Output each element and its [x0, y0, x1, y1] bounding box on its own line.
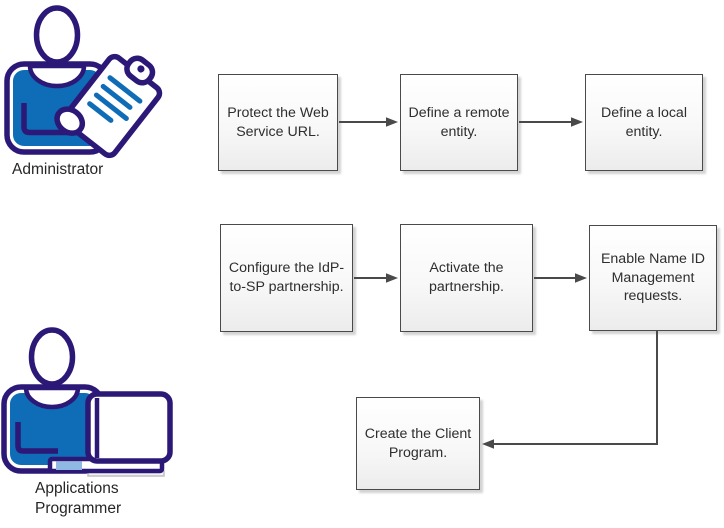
actor-label-administrator: Administrator — [12, 161, 104, 178]
head — [33, 5, 81, 65]
clipboard-icon — [54, 53, 163, 159]
programmer-laptop-icon — [1, 327, 173, 477]
arrow-enable-to-create-client — [482, 331, 658, 449]
step-label: Create the Client Program. — [364, 425, 472, 461]
step-protect-web-service-url: Protect the Web Service URL. — [218, 74, 338, 171]
step-activate-partnership: Activate the partnership. — [400, 224, 533, 332]
administrator-clipboard-icon — [4, 5, 163, 159]
arrow-configure-to-activate — [354, 273, 398, 283]
step-label: Define a remote entity. — [408, 104, 510, 140]
administrator-icon — [0, 4, 165, 159]
head — [28, 327, 76, 387]
programmer-icon — [0, 324, 175, 479]
step-create-client-program: Create the Client Program. — [356, 397, 480, 490]
hand — [54, 106, 86, 136]
laptop-icon — [47, 391, 173, 477]
person-bust — [1, 327, 105, 474]
actor-label-applications-programmer: Applications Programmer — [35, 480, 122, 517]
step-define-remote-entity: Define a remote entity. — [400, 74, 518, 171]
step-label: Protect the Web Service URL. — [227, 104, 329, 140]
cuff — [56, 461, 82, 470]
step-define-local-entity: Define a local entity. — [585, 74, 703, 171]
step-enable-name-id-management: Enable Name ID Management requests. — [589, 225, 717, 331]
step-label: Activate the partnership. — [429, 260, 504, 295]
arrow-activate-to-enable — [534, 273, 587, 283]
step-configure-idp-to-sp-partnership: Configure the IdP- to-SP partnership. — [220, 224, 353, 332]
laptop-screen — [85, 391, 173, 464]
step-label: Define a local entity. — [601, 104, 687, 140]
step-label: Configure the IdP- to-SP partnership. — [228, 260, 345, 295]
arrow-protect-to-remote — [339, 117, 398, 127]
arrow-remote-to-local — [519, 117, 583, 127]
step-label: Enable Name ID Management requests. — [600, 250, 706, 305]
